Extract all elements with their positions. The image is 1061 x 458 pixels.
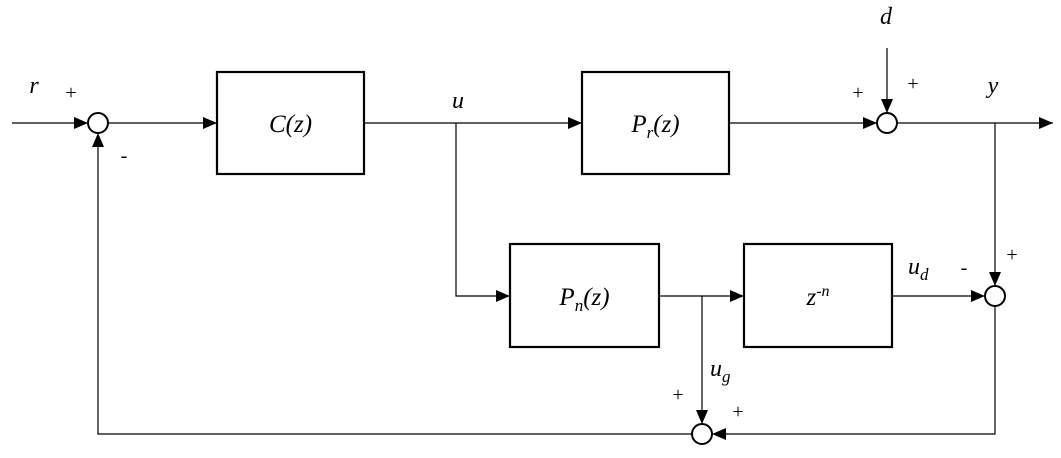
sign-feedback-minus: - bbox=[121, 145, 128, 167]
error-arrowhead bbox=[203, 117, 217, 129]
controller-label: C(z) bbox=[269, 111, 312, 138]
sign-disturbance-plus: + bbox=[907, 73, 918, 95]
feedback-line bbox=[97, 133, 692, 435]
disturbance-label: d bbox=[880, 4, 893, 30]
controller-block bbox=[215, 70, 366, 176]
sign-plant-plus: + bbox=[852, 82, 863, 104]
summing-junction-prediction-error bbox=[984, 285, 1006, 307]
control-arrowhead bbox=[568, 117, 582, 129]
prediction-error-line bbox=[712, 306, 996, 435]
control-branch-line bbox=[455, 123, 510, 297]
control-label: u bbox=[452, 88, 464, 114]
output-branch-arrowhead bbox=[989, 272, 1001, 286]
model-branch-arrowhead bbox=[696, 410, 708, 424]
output-arrowhead bbox=[1039, 117, 1053, 129]
real-plant-block bbox=[580, 70, 731, 176]
model-output-arrowhead bbox=[730, 290, 744, 302]
reference-arrowhead bbox=[74, 117, 88, 129]
summing-junction-feedback bbox=[691, 423, 713, 445]
sign-error-plus: + bbox=[732, 401, 743, 423]
reference-label: r bbox=[29, 73, 39, 99]
real-plant-label: Pr(z) bbox=[630, 111, 679, 142]
nominal-plant-label: Pn(z) bbox=[558, 284, 609, 315]
sign-delayed-minus: - bbox=[961, 257, 968, 279]
model-label: ug bbox=[710, 356, 731, 386]
plant-output-arrowhead bbox=[863, 117, 877, 129]
sign-reference-plus: + bbox=[65, 82, 76, 104]
output-label: y bbox=[986, 73, 999, 99]
sign-output-plus: + bbox=[1006, 244, 1017, 266]
disturbance-arrowhead bbox=[881, 99, 893, 113]
control-branch-arrowhead bbox=[496, 290, 510, 302]
delay-label: z-n bbox=[805, 283, 829, 311]
summing-junction-disturbance bbox=[876, 112, 898, 134]
nominal-plant-block bbox=[508, 242, 661, 349]
delayed-model-arrowhead bbox=[971, 290, 985, 302]
sign-model-plus: + bbox=[672, 384, 683, 406]
prediction-error-arrowhead bbox=[712, 428, 726, 440]
summing-junction-reference bbox=[87, 112, 109, 134]
feedback-arrowhead bbox=[92, 133, 104, 147]
delayed-model-label: ud bbox=[908, 254, 929, 284]
